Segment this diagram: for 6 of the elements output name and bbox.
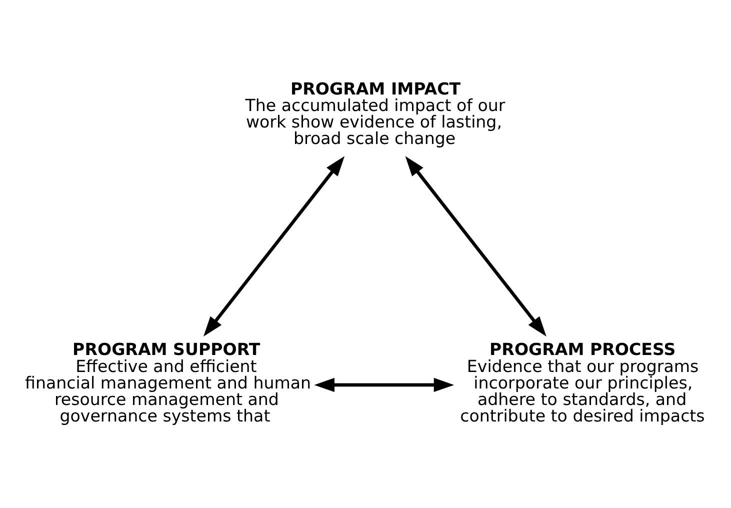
node-text: PROGRAM IMPACT The accumulated impact of our work show evidence of lasting, broad scale change — [245, 78, 506, 148]
arrow — [314, 377, 454, 392]
arrow — [405, 156, 546, 336]
node-text: PROGRAM PROCESS Evidence that our programs incorporate our principles, adhere to standards, and contribute to desired impacts — [460, 340, 705, 426]
node-text: PROGRAM SUPPORT Effective and efficient financial management and human resource management and governance systems that — [25, 340, 312, 426]
arrow — [203, 156, 345, 336]
